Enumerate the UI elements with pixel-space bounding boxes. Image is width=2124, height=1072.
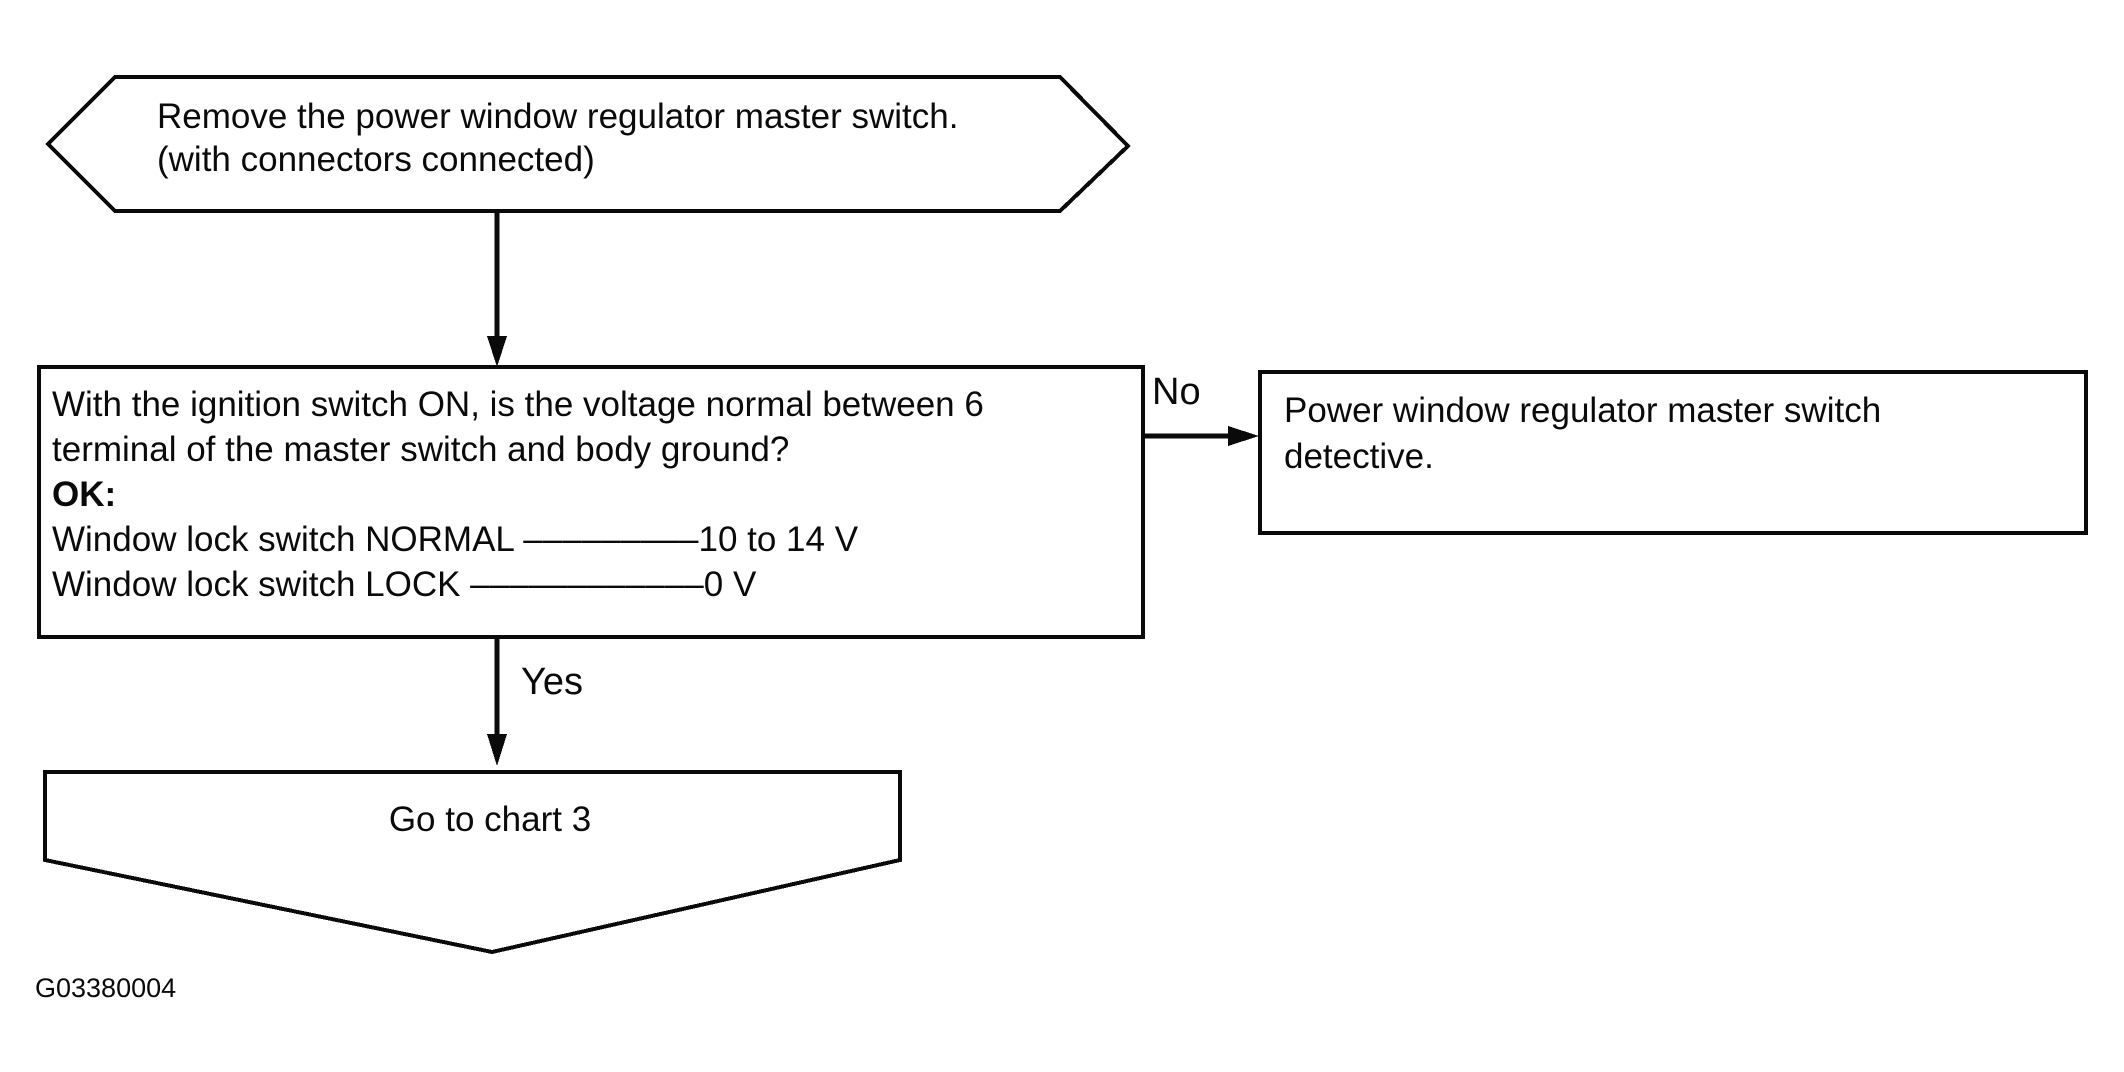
start-step-line-2: (with connectors connected): [157, 140, 595, 179]
arrow-no-head: [1228, 426, 1259, 446]
no-result-line-2: detective.: [1284, 437, 1434, 476]
ok-spec-label: OK:: [52, 475, 117, 514]
spec-window-lock-lock: Window lock switch LOCK ––––––––––––0 V: [52, 565, 757, 604]
figure-id: G03380004: [35, 973, 177, 1003]
no-branch-label: No: [1152, 371, 1201, 413]
spec-window-lock-normal: Window lock switch NORMAL –––––––––10 to…: [52, 520, 859, 559]
question-line-2: terminal of the master switch and body g…: [52, 430, 790, 469]
question-line-1: With the ignition switch ON, is the volt…: [52, 385, 984, 424]
start-shape-outline: [45, 75, 1131, 213]
goto-shape-outline: [43, 770, 902, 955]
no-result-line-1: Power window regulator master switch: [1284, 391, 1882, 430]
yes-branch-label: Yes: [521, 661, 583, 703]
start-step-text: Remove the power window regulator master…: [157, 95, 958, 181]
question-box-outline: [37, 365, 1145, 639]
no-result-box-text: Power window regulator master switch det…: [1284, 388, 1881, 480]
question-box-text: With the ignition switch ON, is the volt…: [52, 382, 984, 607]
start-step-line-1: Remove the power window regulator master…: [157, 97, 959, 136]
goto-chart-text: Go to chart 3: [388, 800, 592, 839]
arrow-yes-head: [487, 734, 507, 766]
arrow-start-to-question-head: [487, 336, 507, 367]
no-result-box-outline: [1258, 370, 2088, 535]
